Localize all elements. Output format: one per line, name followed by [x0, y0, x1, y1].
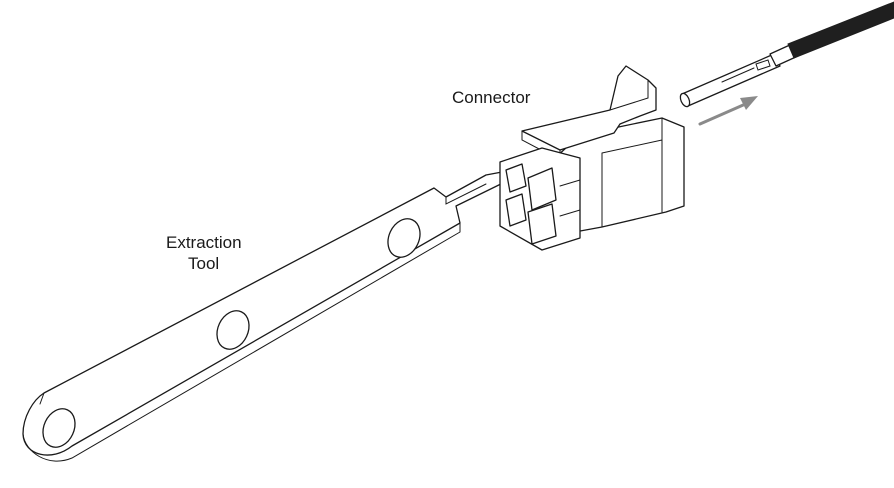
cavity-1 — [505, 163, 527, 193]
pin-body — [681, 53, 781, 107]
cavity-3 — [505, 193, 527, 227]
tool-hole-2 — [216, 310, 250, 350]
extraction-tool-label-line1: Extraction — [166, 233, 242, 252]
extraction-tool-label: Extraction Tool — [166, 232, 242, 274]
wire — [787, 1, 894, 59]
pin-tip — [679, 92, 691, 108]
terminal-pin — [679, 1, 894, 108]
connector-housing — [499, 65, 685, 251]
tool-hole-3 — [387, 218, 421, 258]
tool-bottom-edge — [22, 222, 461, 462]
tool-top-edge — [39, 392, 45, 405]
cavity-2 — [527, 167, 557, 211]
extraction-tool — [22, 171, 510, 462]
insertion-arrow — [698, 96, 758, 126]
pin-detail — [721, 59, 771, 83]
cavity-4 — [527, 203, 557, 245]
tool-hole-1 — [42, 408, 76, 448]
extraction-tool-label-line2: Tool — [188, 254, 220, 273]
tool-body — [22, 171, 510, 456]
arrow-head — [740, 96, 758, 110]
connector-divider — [559, 179, 581, 217]
connector-label: Connector — [452, 88, 531, 107]
connector-latch — [521, 65, 657, 151]
arrow-shaft — [698, 100, 752, 126]
connector-side — [601, 117, 663, 228]
tool-tip-edge — [445, 183, 487, 205]
